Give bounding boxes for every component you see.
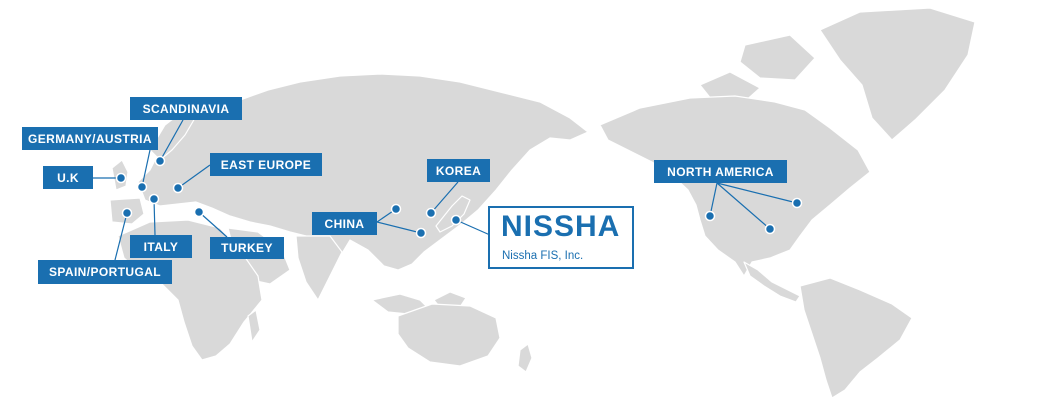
landmasses xyxy=(109,7,976,399)
label-scandinavia[interactable]: SCANDINAVIA xyxy=(130,97,242,120)
line-korea xyxy=(430,181,459,214)
line-turkey xyxy=(198,211,228,238)
line-na-2 xyxy=(716,182,771,230)
landmass-australia xyxy=(397,303,501,367)
line-east-europe xyxy=(177,164,211,189)
hq-card[interactable]: NISSHA Nissha FIS, Inc. xyxy=(488,206,634,269)
line-spain-portugal xyxy=(114,212,128,261)
dot-uk xyxy=(115,172,127,184)
label-east-europe[interactable]: EAST EUROPE xyxy=(210,153,322,176)
dot-china-2 xyxy=(415,227,427,239)
landmass-central-america xyxy=(743,261,801,303)
line-italy xyxy=(153,198,156,236)
dot-scandinavia xyxy=(154,155,166,167)
dot-east-europe xyxy=(172,182,184,194)
landmass-madagascar xyxy=(247,309,261,343)
landmass-north-america xyxy=(599,95,871,277)
line-scandinavia xyxy=(159,119,184,162)
label-north-america[interactable]: NORTH AMERICA xyxy=(654,160,787,183)
hq-company-name: Nissha FIS, Inc. xyxy=(502,250,584,262)
line-china-2 xyxy=(376,221,422,234)
landmass-eurasia xyxy=(137,73,589,271)
dot-germany-austria xyxy=(136,181,148,193)
landmass-south-america xyxy=(799,277,913,399)
dot-na-west xyxy=(704,210,716,222)
label-turkey[interactable]: TURKEY xyxy=(210,237,284,259)
office-dots xyxy=(115,155,803,239)
label-china[interactable]: CHINA xyxy=(312,212,377,235)
connector-lines xyxy=(93,119,798,261)
dot-turkey xyxy=(193,206,205,218)
dot-china-1 xyxy=(390,203,402,215)
line-na-3 xyxy=(716,182,798,204)
dot-japan-hq xyxy=(450,214,462,226)
line-hq xyxy=(455,219,491,236)
landmass-arctic-islands xyxy=(739,34,816,81)
dot-italy xyxy=(148,193,160,205)
dot-spain-portugal xyxy=(121,207,133,219)
dot-na-south xyxy=(764,223,776,235)
label-italy[interactable]: ITALY xyxy=(130,235,192,258)
line-na-1 xyxy=(709,182,718,217)
dot-korea xyxy=(425,207,437,219)
landmass-new-zealand xyxy=(517,343,533,373)
landmass-greenland xyxy=(819,7,976,141)
label-uk[interactable]: U.K xyxy=(43,166,93,189)
label-spain-portugal[interactable]: SPAIN/PORTUGAL xyxy=(38,260,172,284)
dot-na-east xyxy=(791,197,803,209)
line-germany-austria xyxy=(141,149,151,188)
label-germany-austria[interactable]: GERMANY/AUSTRIA xyxy=(22,127,158,150)
landmass-india xyxy=(295,235,343,301)
label-korea[interactable]: KOREA xyxy=(427,159,490,182)
nissha-logo: NISSHA xyxy=(501,210,621,243)
